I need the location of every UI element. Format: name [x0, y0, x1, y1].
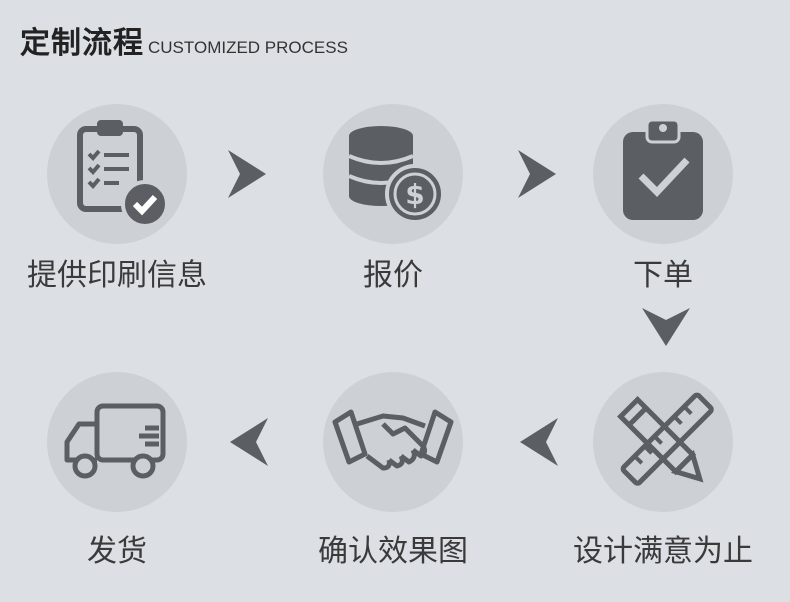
title-chinese: 定制流程	[20, 26, 144, 61]
step-order	[593, 104, 733, 244]
step-label-quote: 报价	[363, 258, 423, 293]
arrow-left-icon	[520, 418, 558, 466]
arrow-right-icon	[228, 150, 266, 198]
arrow-right-icon	[518, 150, 556, 198]
step-confirm	[323, 372, 463, 512]
handshake-icon	[332, 409, 454, 471]
step-provide-info	[47, 104, 187, 244]
clipboard-check-icon	[623, 118, 703, 220]
step-label-design: 设计满意为止	[573, 534, 753, 569]
svg-text:$: $	[405, 178, 424, 211]
step-label-shipping: 发货	[87, 534, 147, 569]
arrow-left-icon	[230, 418, 268, 466]
step-label-order: 下单	[633, 258, 693, 293]
arrow-down-icon	[642, 308, 690, 346]
coins-dollar-icon: $	[348, 126, 445, 224]
step-design	[593, 372, 733, 512]
pencil-ruler-icon	[617, 392, 714, 486]
delivery-truck-icon	[64, 403, 166, 479]
step-quote: $	[323, 104, 463, 244]
title-english: CUSTOMIZED PROCESS	[148, 38, 348, 57]
page-title: 定制流程 CUSTOMIZED PROCESS	[20, 18, 348, 62]
clipboard-checklist-icon	[77, 120, 169, 228]
step-label-provide-info: 提供印刷信息	[27, 258, 207, 293]
step-label-confirm: 确认效果图	[318, 534, 468, 569]
step-shipping	[47, 372, 187, 512]
